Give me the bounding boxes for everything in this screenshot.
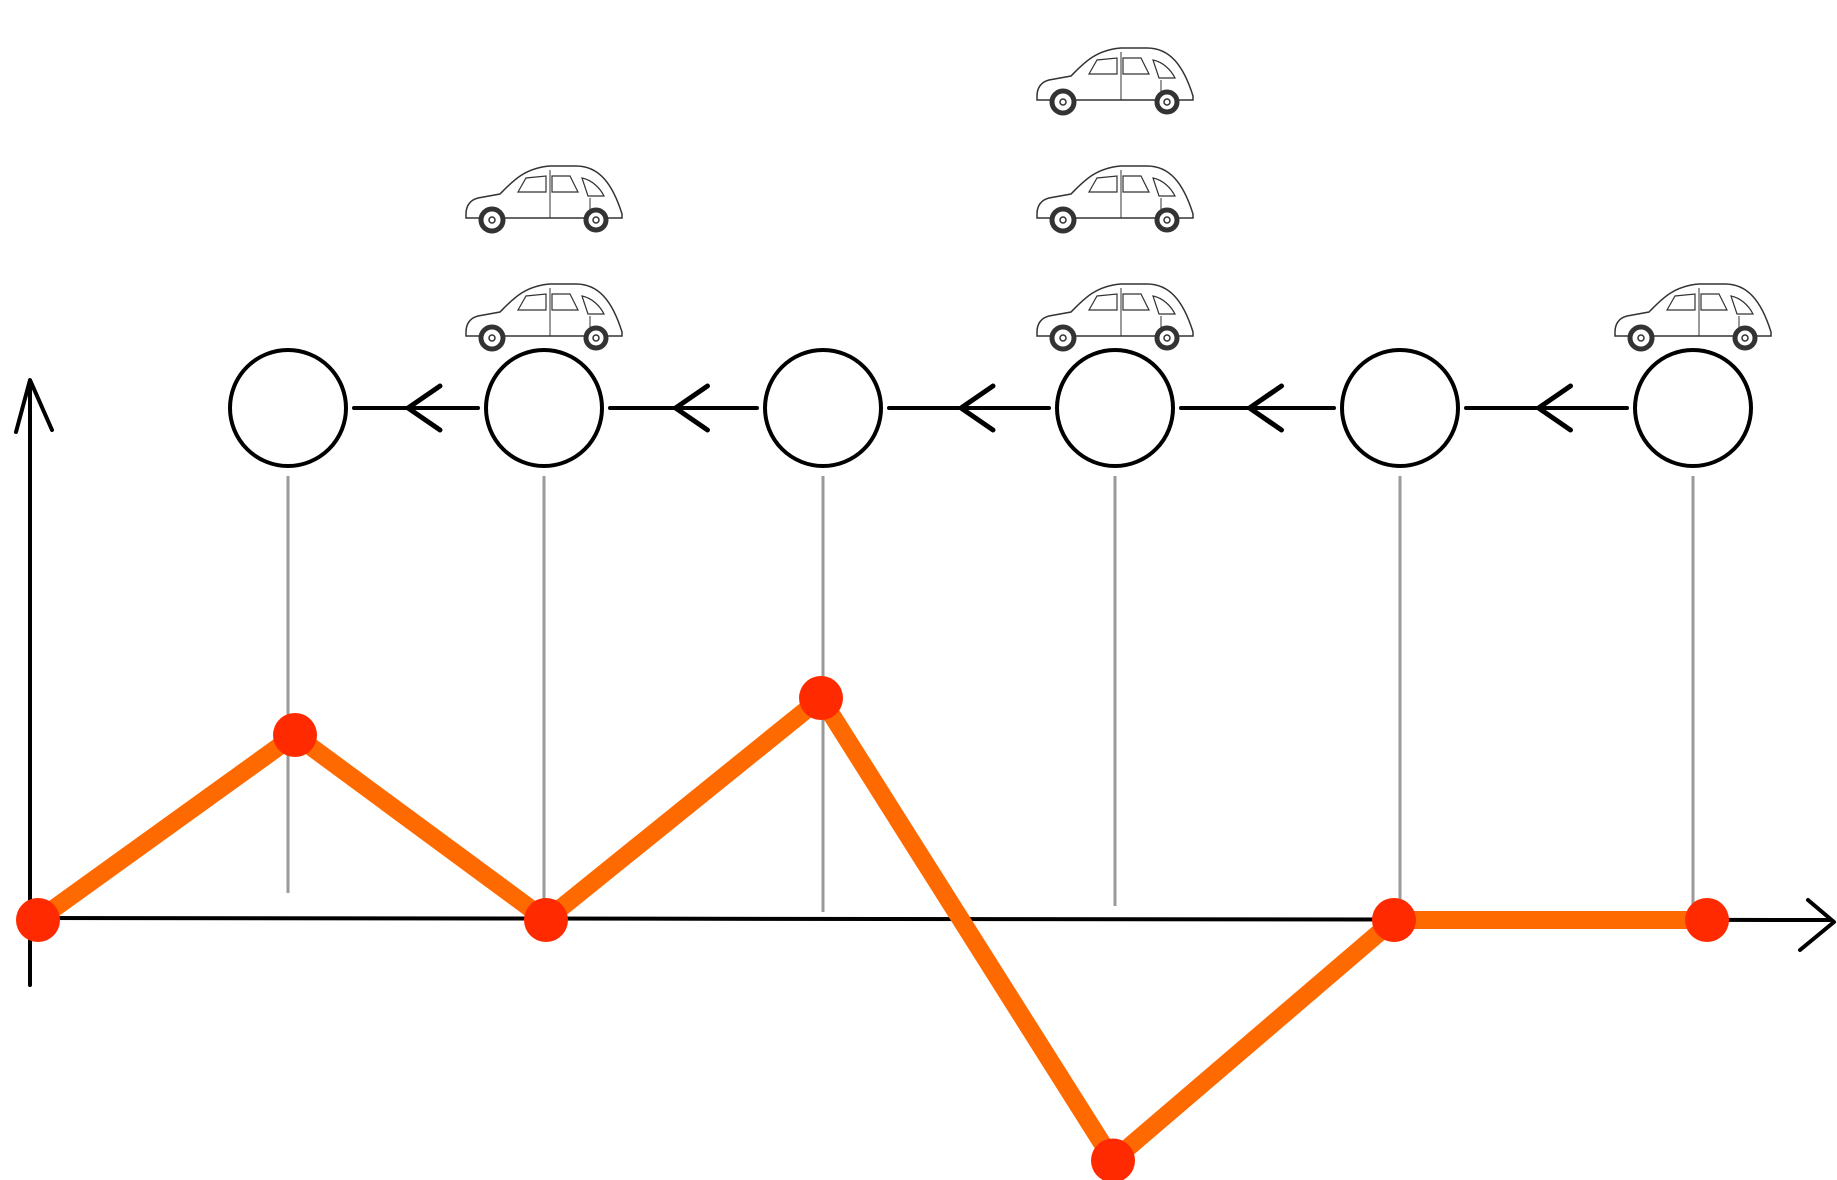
- data-points: [16, 676, 1729, 1180]
- node-circle: [484, 348, 604, 468]
- left-arrow-icon: [1247, 383, 1284, 433]
- node-circle: [228, 348, 348, 468]
- data-point: [799, 676, 843, 720]
- data-point: [524, 898, 568, 942]
- data-point: [1685, 898, 1729, 942]
- left-arrow-icon: [673, 383, 710, 433]
- x-axis-arrowhead: [1798, 898, 1836, 952]
- car-icon: [1037, 284, 1193, 349]
- cars: [466, 48, 1771, 349]
- car-icon: [1037, 166, 1193, 231]
- left-arrow-icon: [958, 383, 996, 433]
- data-point: [1372, 898, 1416, 942]
- left-arrow-icon: [1536, 383, 1573, 433]
- node-circle: [1633, 348, 1753, 468]
- node-circle: [763, 348, 883, 468]
- car-icon: [466, 284, 622, 349]
- y-axis-arrowhead: [14, 378, 54, 434]
- node-circle: [1340, 348, 1460, 468]
- nodes: [228, 348, 1753, 468]
- node-circle: [1055, 348, 1175, 468]
- data-point: [273, 713, 317, 757]
- left-arrow-icon: [405, 383, 443, 433]
- data-point: [16, 898, 60, 942]
- node-arrows: [352, 383, 1629, 433]
- car-icon: [466, 166, 622, 231]
- car-icon: [1615, 284, 1771, 349]
- car-icon: [1037, 48, 1193, 113]
- connector-lines: [286, 476, 1695, 920]
- data-point: [1091, 1138, 1135, 1180]
